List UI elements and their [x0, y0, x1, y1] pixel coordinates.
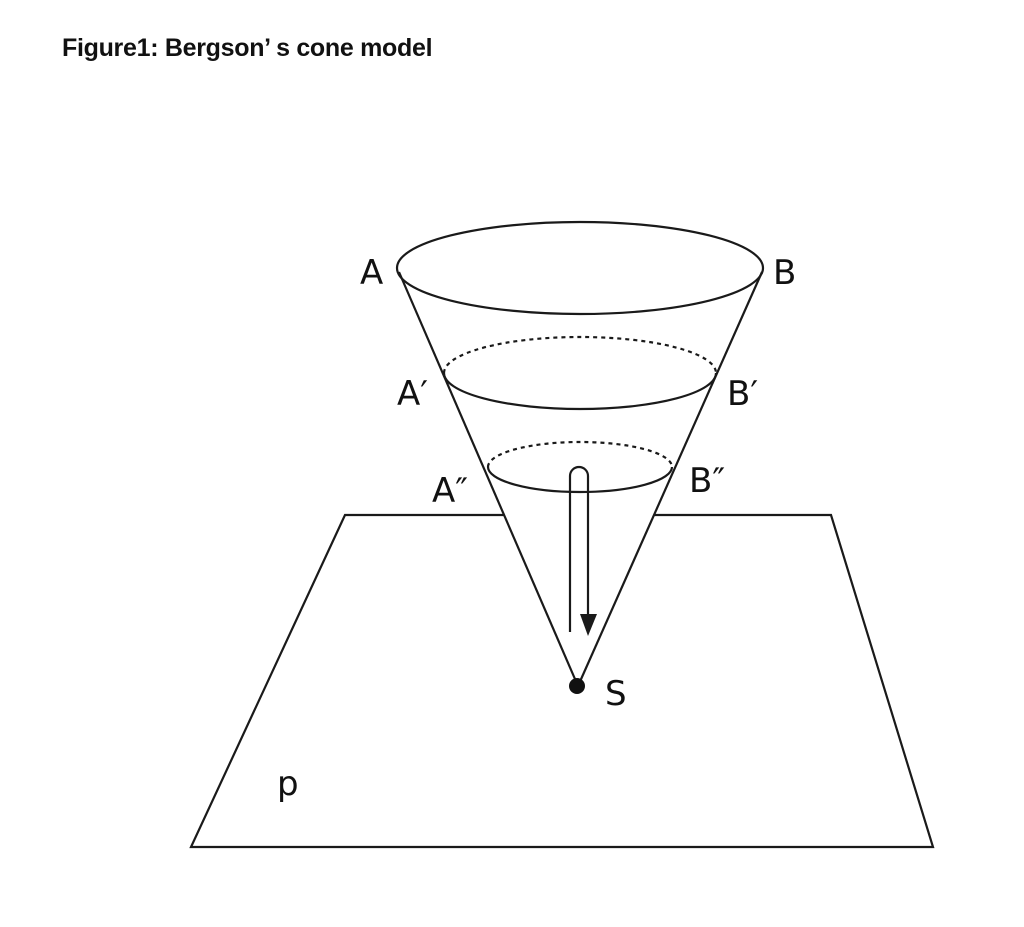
ellipse-a1b1-back	[442, 335, 718, 374]
cone-left-edge	[397, 271, 580, 687]
cone-right-edge	[576, 271, 764, 687]
point-s	[569, 678, 585, 694]
label-p: p	[277, 764, 299, 804]
figure-title: Figure1: Bergson’ s cone model	[62, 34, 433, 62]
ellipse-ab	[395, 220, 765, 316]
plane-p	[189, 513, 935, 849]
label-b-double-prime: B″	[689, 461, 725, 501]
ellipse-a2b2-front	[486, 466, 674, 494]
label-a-prime: A′	[397, 374, 428, 414]
label-a: A	[360, 253, 383, 293]
label-s: S	[605, 674, 627, 714]
label-b: B	[773, 253, 796, 293]
label-b-prime: B′	[727, 374, 758, 414]
memory-loop-arrow	[568, 465, 590, 632]
arrow-head	[580, 614, 597, 636]
ellipse-a1b1-front	[442, 372, 718, 411]
ellipse-a2b2-back	[486, 440, 674, 468]
label-a-double-prime: A″	[432, 471, 468, 511]
